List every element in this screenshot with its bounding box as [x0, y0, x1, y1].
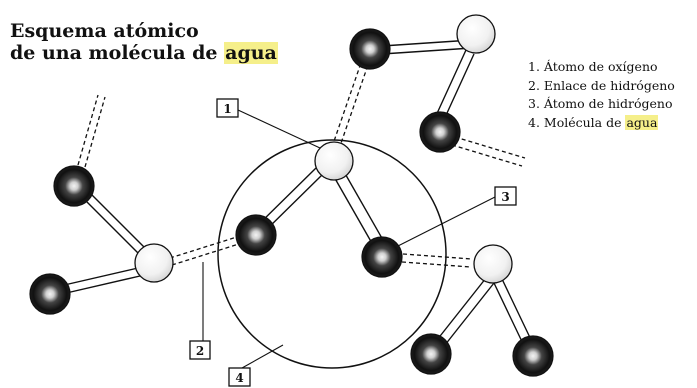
legend-highlight-agua: agua	[625, 114, 659, 130]
callout-label-3: 3	[501, 190, 509, 204]
oxygen-atom-center	[314, 141, 354, 181]
hydrogen-atom-bottomright-right	[512, 335, 554, 377]
bond-left-down-a	[59, 267, 139, 287]
bond-topright-down-b	[441, 53, 475, 125]
hbond-center-bottomright-a	[402, 253, 473, 260]
callout-line-4	[241, 344, 284, 369]
callout-box-2: 2	[189, 340, 211, 360]
hydrogen-atom-topright-left	[349, 28, 391, 70]
oxygen-atoms	[134, 14, 513, 284]
bond-topright-left-a	[381, 39, 473, 47]
bond-left-up-a	[79, 194, 141, 256]
callout-label-4: 4	[235, 371, 243, 385]
hbond-center-topright-a	[331, 59, 363, 148]
legend-item-4: 4. Molécula de agua	[528, 114, 675, 133]
title-line-2-text: de una molécula de	[10, 42, 225, 64]
hbond-topright-offscreen-a	[454, 136, 526, 159]
bond-left-up-b	[86, 189, 148, 251]
bond-bottomright-right-b	[501, 278, 535, 347]
hbond-topright-offscreen-b	[451, 144, 523, 167]
callout-box-4: 4	[228, 367, 251, 387]
hydrogen-bonds	[77, 59, 526, 268]
bond-bottomright-right-a	[493, 282, 527, 351]
legend-item-3: 3. Átomo de hidrógeno	[528, 96, 673, 111]
callout-label-1: 1	[223, 102, 231, 116]
oxygen-atom-left	[134, 243, 174, 283]
oxygen-atom-topright	[456, 14, 496, 54]
bond-center-right-a	[332, 174, 374, 246]
bond-bottomright-left-a	[432, 277, 487, 346]
hydrogen-atom-left-bottom	[29, 273, 71, 315]
covalent-bonds	[59, 39, 535, 351]
hbond-left-offscreen-a	[77, 94, 99, 166]
molecule-circle	[217, 139, 447, 369]
bond-center-right-b	[342, 169, 384, 241]
bond-bottomright-left-b	[440, 282, 495, 351]
legend-item-2: 2. Enlace de hidrógeno	[528, 77, 675, 93]
hydrogen-atom-center-left	[235, 214, 277, 256]
hydrogen-atom-center-right	[361, 236, 403, 278]
callout-box-3: 3	[494, 186, 517, 206]
hydrogen-atoms	[29, 28, 554, 377]
hbond-center-bottomright-b	[401, 261, 472, 268]
legend-item-1: 1. Átomo de oxígeno	[528, 59, 658, 74]
bond-topright-down-a	[433, 49, 467, 121]
bond-left-down-b	[61, 275, 141, 295]
hydrogen-atom-left-top	[53, 165, 95, 207]
hbond-center-left-a	[169, 235, 241, 259]
callout-box-1: 1	[216, 98, 239, 118]
title-highlight-agua: agua	[224, 42, 278, 64]
callout-lines	[202, 109, 496, 369]
hbond-center-topright-b	[338, 61, 370, 150]
title-line-2: de una molécula de agua	[10, 42, 278, 64]
oxygen-atom-bottomright	[473, 244, 513, 284]
legend: 1. Átomo de oxígeno 2. Enlace de hidróge…	[528, 58, 675, 132]
diagram-title: Esquema atómico de una molécula de agua	[10, 20, 278, 64]
hydrogen-atom-topright-bottom	[419, 111, 461, 153]
callout-label-2: 2	[196, 344, 204, 358]
hbond-left-offscreen-b	[84, 96, 106, 168]
legend-item-4-text: 4. Molécula de	[528, 114, 626, 130]
title-line-1: Esquema atómico	[10, 20, 199, 42]
hbond-center-left-b	[171, 242, 243, 266]
callout-line-3	[391, 196, 496, 250]
hydrogen-atom-bottomright-left	[410, 333, 452, 375]
bond-topright-left-b	[381, 47, 473, 55]
callout-line-1	[237, 109, 321, 149]
